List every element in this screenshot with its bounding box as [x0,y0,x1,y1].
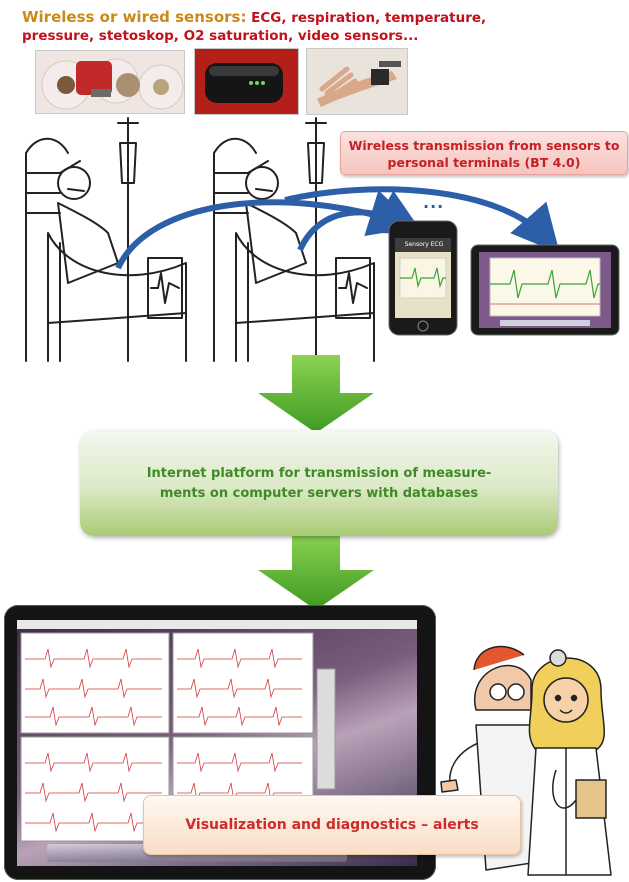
wireless-flow-arrows [115,186,560,270]
ecg-windows [20,632,336,842]
phone-app-title: Sensory ECG [404,241,444,248]
internet-platform-line2: ments on computer servers with databases [159,486,479,501]
green-down-arrow-2 [258,532,374,610]
visualization-alerts-box: Visualization and diagnostics – alerts [143,795,521,855]
sensors-heading-line2: pressure, stetoskop, O2 saturation, vide… [22,28,419,44]
wireless-transmission-line2: personal terminals (BT 4.0) [387,155,581,170]
more-devices-dots: ... [423,193,445,212]
sensors-heading-list: ECG, respiration, temperature, [251,10,487,26]
smartphone-ecg-terminal [388,220,458,336]
patient-bed-illustration [25,117,187,362]
sensor-wrist-photo [306,48,408,115]
wireless-transmission-line1: Wireless transmission from sensors to [348,138,620,153]
internet-platform-line1: Internet platform for transmission of me… [146,466,492,481]
flow-arrow-to-tablet [284,186,560,254]
sensors-heading-lead: Wireless or wired sensors: [22,8,247,26]
tablet-ecg-terminal [470,244,620,336]
green-down-arrow-1 [258,355,374,433]
sensor-device-photo [194,48,299,115]
desktop-menu-bar [17,620,417,629]
wireless-transmission-box: Wireless transmission from sensors to pe… [340,131,628,175]
visualization-alerts-label: Visualization and diagnostics – alerts [185,817,479,833]
flow-arrow-patient2-to-phone [297,190,424,252]
sensor-electrodes-photo [35,50,185,114]
sensors-heading-line1: Wireless or wired sensors: ECG, respirat… [22,8,486,26]
patient-bed-illustration-2 [213,117,375,362]
internet-platform-box: Internet platform for transmission of me… [80,430,558,536]
